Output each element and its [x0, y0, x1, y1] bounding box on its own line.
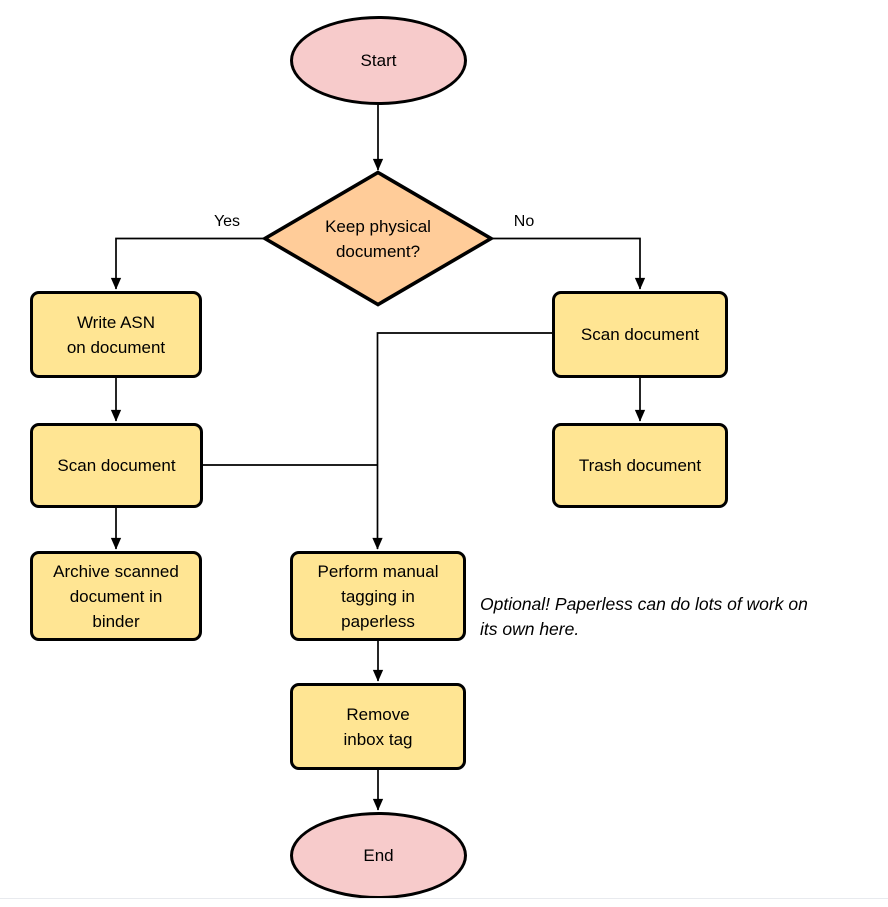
node-end: End	[290, 812, 467, 899]
bottom-divider	[0, 898, 888, 899]
edge-scan-right-to-tagging	[372, 332, 552, 550]
node-start: Start	[290, 16, 467, 105]
node-write-asn: Write ASN on document	[30, 291, 202, 378]
node-archive-binder: Archive scanned document in binder	[30, 551, 202, 641]
node-trash-document: Trash document	[552, 423, 728, 508]
node-remove-inbox-tag: Remove inbox tag	[290, 683, 466, 770]
edge-label-yes: Yes	[213, 213, 241, 230]
edge-decision-yes-to-write-asn	[110, 237, 265, 290]
annotation-optional-note: Optional! Paperless can do lots of work …	[480, 594, 808, 639]
edge-label-no: No	[513, 213, 535, 230]
edge-decision-no-to-scan-right	[491, 237, 646, 290]
node-scan-document-left: Scan document	[30, 423, 203, 508]
node-scan-document-right: Scan document	[552, 291, 728, 378]
node-manual-tagging: Perform manual tagging in paperless	[290, 551, 466, 641]
decision-diamond-shape	[261, 170, 495, 307]
node-decision-label: Keep physical document?	[325, 216, 431, 261]
